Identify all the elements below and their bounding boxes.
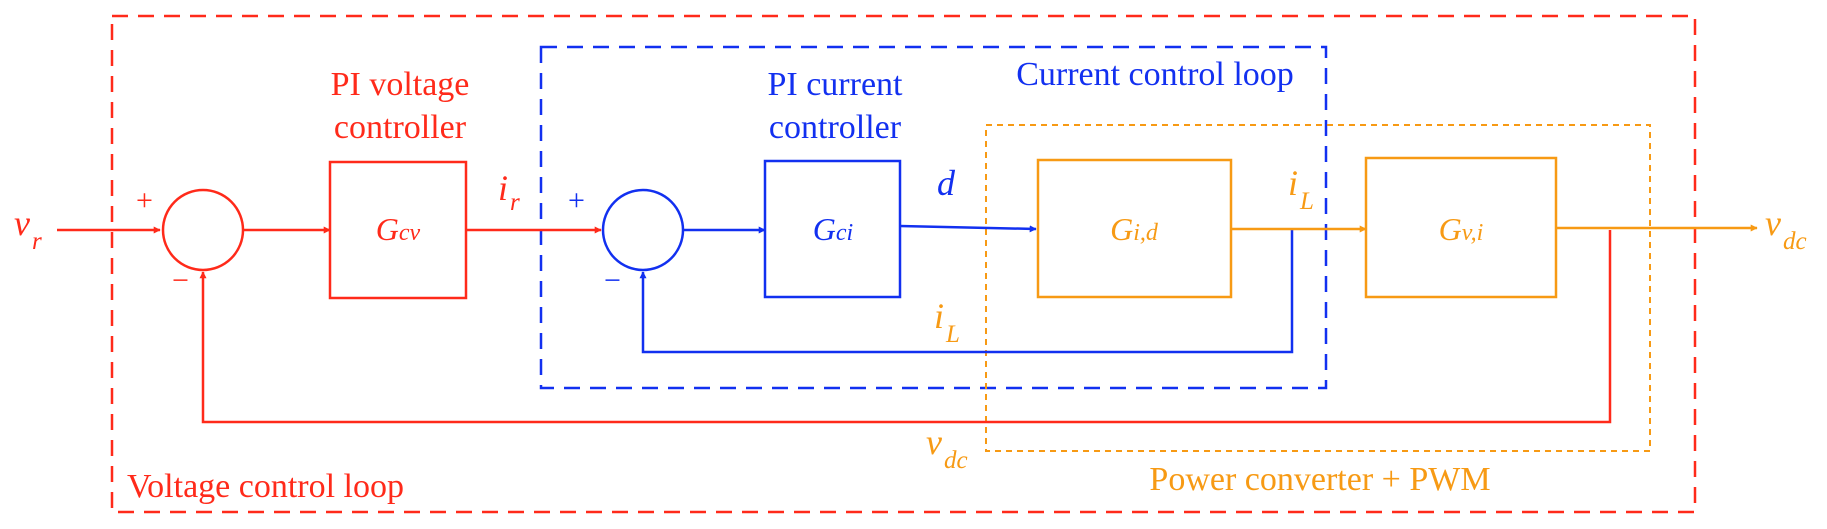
gvi-label: Gv,i — [1439, 211, 1484, 247]
current-summing-junction — [601, 188, 685, 272]
vr-label: vr — [14, 203, 42, 255]
gcv-label: Gcv — [376, 211, 421, 247]
voltage-minus-sign: − — [172, 264, 189, 297]
converter-box — [985, 124, 1651, 452]
d-arrow — [899, 224, 1037, 233]
pi-current-controller-label-2: controller — [769, 109, 902, 146]
vdc-feedback-label: vdc — [926, 422, 968, 474]
pi-voltage-controller-label-1: PI voltage — [331, 66, 470, 103]
ir-label: ir — [498, 168, 520, 216]
il-forward-label: iL — [1288, 163, 1314, 215]
current-plus-sign: + — [568, 184, 585, 217]
vdc-feedback-line — [199, 230, 1612, 424]
pi-current-controller-label-1: PI current — [767, 66, 903, 103]
vdc-output-label: vdc — [1765, 203, 1807, 255]
voltage-loop-title: Voltage control loop — [127, 468, 404, 505]
pi-voltage-controller-label-2: controller — [334, 109, 467, 146]
current-loop-box — [539, 45, 1328, 390]
d-label: d — [937, 163, 956, 203]
current-minus-sign: − — [604, 264, 621, 297]
gci-block — [763, 159, 902, 299]
gid-label: Gi,d — [1110, 211, 1159, 247]
voltage-summing-junction — [161, 188, 245, 272]
il-feedback-line — [639, 230, 1294, 354]
gci-label: Gci — [813, 211, 853, 247]
il-feedback-label: iL — [934, 296, 960, 348]
voltage-loop-box — [110, 14, 1697, 514]
voltage-plus-sign: + — [136, 184, 153, 217]
current-loop-title: Current control loop — [1016, 56, 1294, 93]
converter-title: Power converter + PWM — [1149, 461, 1490, 498]
